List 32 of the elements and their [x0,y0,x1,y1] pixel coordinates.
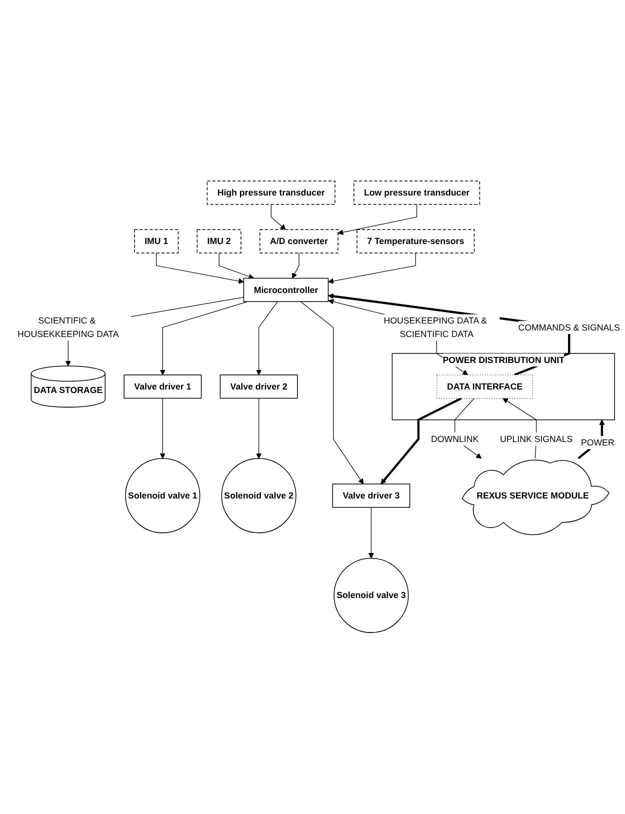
arrow [256,398,262,459]
node-box: High pressure transducer [206,180,336,205]
edge-label: SCIENTIFIC & HOUSEKKEEPING DATA [18,316,119,340]
edge-label: HOUSEKEEPING DATA & SCIENTIFIC DATA [384,316,488,340]
arrow [270,204,286,230]
node-box: Valve driver 3 [332,484,410,508]
arrow [328,252,416,284]
node-box: Valve driver 1 [124,374,202,399]
arrow [156,252,244,284]
arrow [368,507,374,559]
node-circle: Solenoid valve 2 [221,458,296,534]
node-box: IMU 1 [134,229,179,254]
node-box: Low pressure transducer [354,180,480,205]
node-box: Valve driver 2 [220,374,298,399]
node-circle: Solenoid valve 3 [334,558,409,634]
node-circle: Solenoid valve 1 [125,458,200,534]
node-box: Microcontroller [243,278,329,302]
arrow [160,398,166,459]
arrow [300,301,364,484]
node-box: IMU 2 [196,229,242,254]
edge-label: UPLINK SIGNALS [500,434,573,444]
arrow [380,397,462,484]
edge-label: POWER [580,437,614,448]
arrow [160,301,248,376]
arrow [292,252,300,279]
node-box: A/D converter [260,229,338,254]
arrow [256,301,278,376]
node-box: 7 Temperature-sensors [356,229,475,254]
edge-label: COMMANDS & SIGNALS [518,322,620,332]
arrow [338,204,418,236]
edge-label: DOWNLINK [431,434,479,444]
arrow [218,252,254,280]
